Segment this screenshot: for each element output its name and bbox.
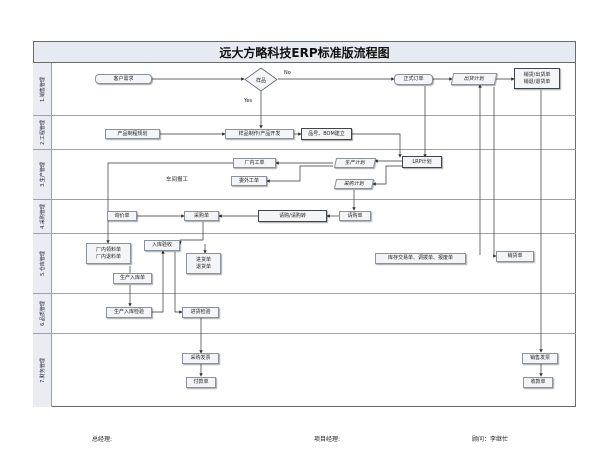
node-purchase-inspect: 进货检验	[182, 307, 219, 318]
lane-label: 4.采购管理	[33, 200, 52, 233]
lane-sales: 1.销售管理	[33, 63, 576, 116]
node-factory-work: 厂内工单	[233, 158, 276, 168]
node-bom: 品号、BOM建立	[301, 128, 352, 140]
node-shipping-plan: 出货计划	[450, 73, 498, 85]
node-purchase-invoice: 采购发票	[182, 353, 219, 364]
edge-po-to-receiving	[178, 222, 204, 245]
lane-label: 2.工程管理	[33, 116, 52, 149]
sample-decision-diamond	[244, 67, 278, 92]
node-request-transfer: 请购/请购转	[258, 210, 327, 222]
sample-decision-label: 样品	[256, 78, 267, 84]
node-purchase-plan: 采购计划	[333, 179, 375, 189]
edge-label-yes: Yes	[244, 98, 253, 104]
edge-lrp-to-purplan	[372, 165, 402, 186]
node-production-in: 生产入库单	[113, 273, 152, 284]
edge-inspect-to-receiving	[152, 250, 165, 313]
node-inquiry: 询价单	[107, 211, 137, 221]
node-receipt: 收款单	[523, 377, 553, 388]
footer-general-manager: 总经理:	[92, 436, 113, 443]
node-formal-order: 正式订单	[394, 74, 433, 85]
node-sales-invoice: 销售发票	[522, 353, 558, 364]
node-purchase-order: 采购单	[184, 211, 219, 221]
edge-prodplan-to-outsource	[266, 165, 333, 183]
node-production-plan: 生产计划	[333, 158, 377, 168]
node-product-planning: 产品制程规划	[105, 129, 160, 139]
chart-title: 远大方略科技ERP标准版流程图	[33, 41, 576, 63]
node-outsource-work: 委外工单	[231, 176, 267, 186]
node-customer-demand: 客户需求	[95, 74, 152, 84]
lane-label: 6.品质管理	[33, 294, 52, 333]
node-payment: 付款单	[186, 377, 216, 388]
node-material-issue: 厂内领料单 厂内退料单	[86, 243, 131, 264]
lane-engineering: 2.工程管理	[33, 116, 576, 150]
footer-project-manager: 项目经理:	[314, 436, 341, 443]
node-sales-doc: 销货单	[496, 251, 534, 262]
lane-purchasing: 4.采购管理	[33, 200, 576, 234]
lane-label: 7.财务管理	[33, 334, 52, 407]
edge-label-no: No	[284, 70, 291, 76]
lane-label: 3.生产管理	[33, 150, 52, 199]
node-purchase-in: 进货单 退货单	[186, 253, 221, 274]
lane-label: 1.销售管理	[33, 63, 52, 115]
lane-quality: 6.品质管理	[33, 294, 576, 334]
node-sample-dev: 样品制作/产品开发	[225, 129, 294, 139]
edge-receiving-to-purinspect	[174, 252, 183, 314]
node-production-inspect: 生产入库检验	[106, 307, 152, 318]
flowchart-frame	[33, 41, 576, 407]
node-lrp-plan: LRP计划	[402, 156, 442, 168]
footer-consultant: 顾问：李继忙	[472, 436, 509, 443]
node-purchase-request: 请购单	[339, 211, 371, 221]
lane-production: 3.生产管理	[33, 150, 576, 200]
node-sales-shipping: 销货/出货单 销退/退货单	[514, 68, 560, 89]
edge-bom-to-lrp	[352, 133, 402, 158]
lane-label: 5.仓库管理	[33, 234, 52, 293]
lane-finance: 7.财务管理	[33, 334, 576, 407]
node-workshop-report: 车间报工	[166, 177, 189, 183]
node-inventory-docs: 库存交易单、调拨单、报废单	[375, 253, 466, 264]
edge-shipplan-to-salesdoc	[493, 87, 497, 258]
lane-warehouse: 5.仓库管理	[33, 234, 576, 294]
node-receiving-check: 入库验收	[144, 240, 180, 251]
